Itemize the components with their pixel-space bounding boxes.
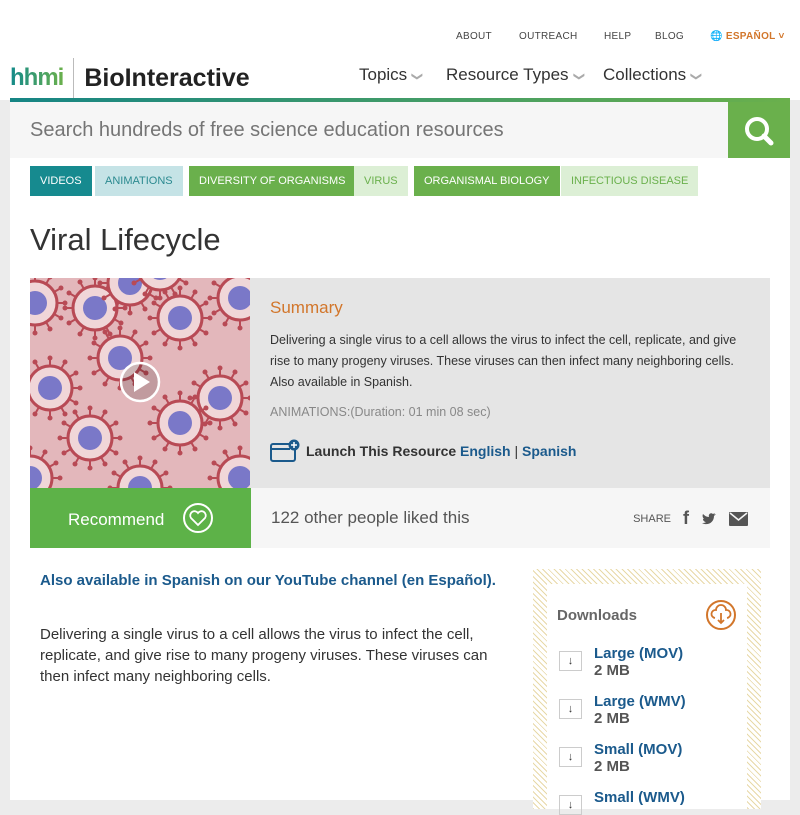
download-item[interactable]: ↓ Large (MOV)2 MB [557, 645, 737, 679]
download-item[interactable]: ↓ Small (WMV) [557, 789, 737, 815]
download-link[interactable]: Small (MOV) [594, 741, 683, 758]
duration: ANIMATIONS:(Duration: 01 min 08 sec) [270, 405, 491, 419]
language-selector[interactable]: 🌐 ESPAÑOL ˅ [710, 31, 785, 42]
logo[interactable]: hhmi BioInteractive [10, 58, 250, 98]
email-icon[interactable] [729, 511, 748, 526]
tag-diversity-of-organisms[interactable]: DIVERSITY OF ORGANISMS [189, 166, 356, 196]
blog-link[interactable]: BLOG [655, 31, 684, 42]
header: ABOUT OUTREACH HELP BLOG 🌐 ESPAÑOL ˅ hhm… [0, 0, 800, 100]
about-link[interactable]: ABOUT [456, 31, 492, 42]
globe-icon: 🌐 [710, 31, 723, 42]
tag-organismal-biology[interactable]: ORGANISMAL BIOLOGY [414, 166, 560, 196]
chevron-down-icon: ˅ [778, 31, 785, 42]
download-item[interactable]: ↓ Small (MOV)2 MB [557, 741, 737, 775]
downloads-heading: Downloads [557, 606, 638, 624]
file-size: 2 MB [594, 662, 630, 679]
help-link[interactable]: HELP [604, 31, 632, 42]
download-item[interactable]: ↓ Large (WMV)2 MB [557, 693, 737, 727]
download-arrow-icon[interactable]: ↓ [559, 699, 582, 719]
downloads-box: Downloads ↓Large (MOV)2 MB↓Large (WMV)2 … [533, 569, 761, 815]
tag-virus[interactable]: VIRUS [354, 166, 408, 196]
download-link[interactable]: Large (WMV) [594, 693, 686, 710]
nav-collections[interactable]: Collections❯ [603, 65, 703, 84]
download-arrow-icon[interactable]: ↓ [559, 747, 582, 767]
summary-heading: Summary [270, 298, 343, 317]
likes-bar: 122 other people liked this SHARE f [251, 488, 770, 548]
tag-animations[interactable]: ANIMATIONS [95, 166, 183, 196]
download-link[interactable]: Small (WMV) [594, 789, 685, 806]
summary-panel: Summary Delivering a single virus to a c… [250, 278, 770, 488]
virus-image [30, 278, 250, 488]
chevron-down-icon: ❯ [411, 71, 424, 82]
launch-spanish-link[interactable]: Spanish [522, 443, 577, 459]
twitter-icon[interactable] [701, 512, 717, 526]
facebook-icon[interactable]: f [683, 508, 689, 528]
cloud-download-icon [706, 600, 736, 630]
search-button[interactable] [728, 102, 790, 158]
likes-count: 122 other people liked this [271, 508, 470, 527]
summary-text: Delivering a single virus to a cell allo… [270, 333, 737, 389]
chevron-down-icon: ❯ [690, 71, 703, 82]
header-accent-bar [10, 98, 790, 102]
launch-english-link[interactable]: English [460, 443, 511, 459]
heart-plus-icon [183, 503, 213, 533]
spanish-youtube-link[interactable]: Also available in Spanish on our YouTube… [40, 572, 496, 589]
nav-resource-types[interactable]: Resource Types❯ [446, 65, 585, 84]
search-input[interactable] [10, 102, 728, 158]
logo-divider [73, 58, 75, 98]
nav-topics[interactable]: Topics❯ [359, 65, 424, 84]
share-label: SHARE [633, 512, 671, 525]
chevron-down-icon: ❯ [572, 71, 585, 82]
hhmi-logo: hhmi [10, 64, 64, 91]
biointeractive-logo: BioInteractive [84, 63, 250, 92]
page-title: Viral Lifecycle [30, 222, 221, 257]
recommend-label: Recommend [68, 510, 165, 529]
outreach-link[interactable]: OUTREACH [519, 31, 578, 42]
download-link[interactable]: Large (MOV) [594, 645, 684, 662]
launch-label: Launch This Resource [306, 443, 457, 459]
download-arrow-icon[interactable]: ↓ [559, 795, 582, 815]
search-icon [745, 117, 774, 146]
download-arrow-icon[interactable]: ↓ [559, 651, 582, 671]
recommend-button[interactable]: Recommend [30, 488, 251, 548]
file-size: 2 MB [594, 710, 630, 727]
tag-videos[interactable]: VIDEOS [30, 166, 92, 196]
description: Delivering a single virus to a cell allo… [40, 626, 488, 685]
tag-infectious-disease[interactable]: INFECTIOUS DISEASE [561, 166, 699, 196]
launch-window-icon [270, 439, 300, 462]
file-size: 2 MB [594, 758, 630, 775]
video-thumbnail[interactable] [30, 278, 250, 488]
divider: | [514, 443, 519, 459]
